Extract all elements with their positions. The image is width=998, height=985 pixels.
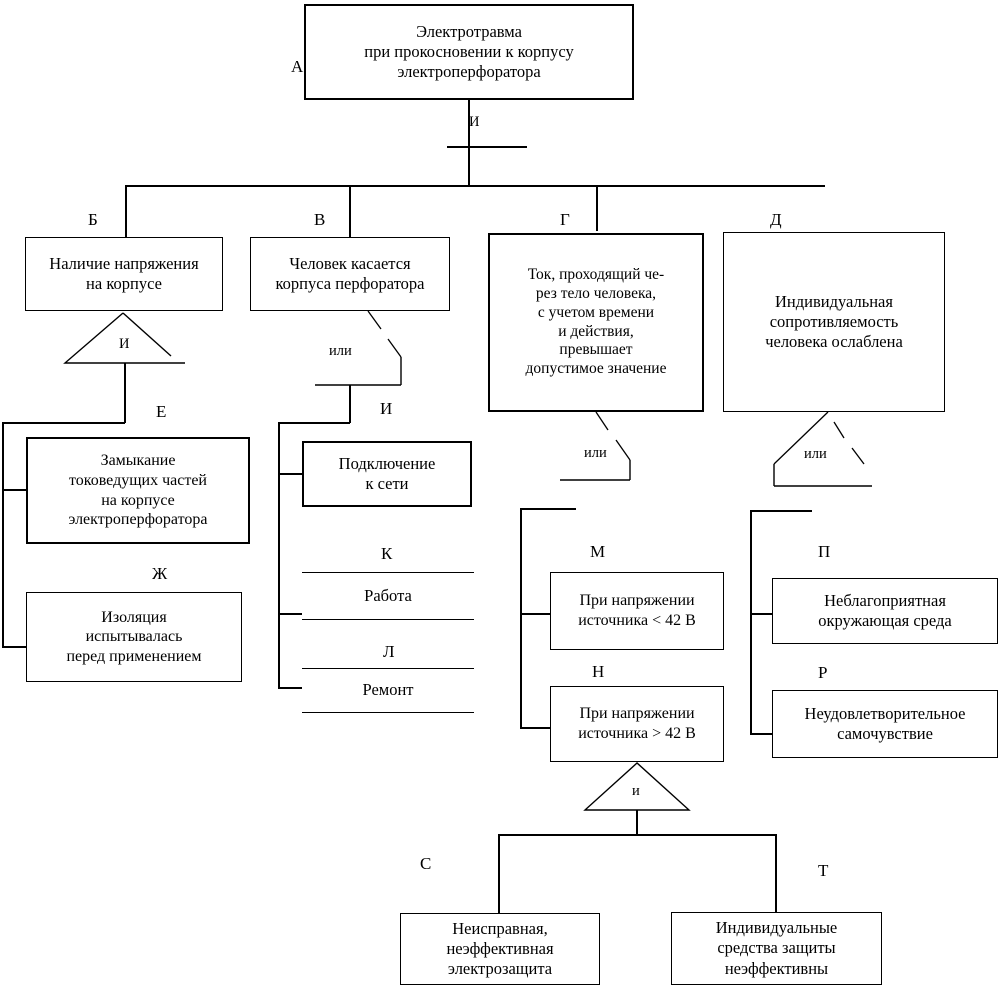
node-b-tag: Б (88, 210, 98, 229)
node-b-label: Наличие напряжения на корпусе (49, 253, 199, 293)
node-k-tag: К (381, 544, 393, 563)
bus-left-vertical (2, 422, 4, 647)
node-zh-tag: Ж (152, 564, 168, 583)
node-zh-label: Изоляция испытывалась перед применением (66, 608, 202, 665)
node-v-tag: В (314, 210, 326, 229)
edge-bus-to-b (125, 185, 127, 237)
gate-n-and: и (582, 761, 692, 813)
node-n-tag: Н (592, 662, 605, 681)
node-g-tag: Г (560, 210, 570, 229)
node-s[interactable]: Неисправная, неэффективная электрозащита (400, 913, 600, 985)
node-r-tag: Р (818, 663, 828, 682)
node-a-tag: А (291, 57, 304, 76)
node-g-label: Ток, проходящий че- рез тело человека, с… (525, 265, 667, 378)
edge-bus-to-g (596, 185, 598, 231)
edge-left-bus-to-e (2, 489, 28, 491)
node-g[interactable]: Ток, проходящий че- рез тело человека, с… (488, 233, 704, 412)
node-e-label: Замыкание токоведущих частей на корпусе … (68, 452, 208, 529)
node-zh[interactable]: Изоляция испытывалась перед применением (26, 592, 242, 682)
node-k-label: Работа (364, 585, 412, 605)
bus-bottom (498, 834, 776, 836)
bus-g-vertical (520, 508, 522, 729)
node-r[interactable]: Неудовлетворительное самочувствие (772, 690, 998, 758)
gate-v-or: или (305, 310, 421, 389)
edge-g-bus-to-n (520, 727, 550, 729)
node-a[interactable]: Электротравма при прокосновении к корпус… (304, 4, 634, 100)
node-i-label: Подключение к сети (338, 453, 436, 493)
edge-v-gate-left (278, 422, 350, 424)
node-m-tag: М (590, 542, 606, 561)
edge-mid-bus-to-k (278, 613, 302, 615)
node-t-tag: Т (818, 861, 829, 880)
node-n-label: При напряжении источника > 42 В (578, 705, 696, 742)
gate-d-or: или (762, 411, 884, 490)
edge-g-gate-left (520, 508, 576, 510)
gate-v-or-label: или (329, 343, 352, 359)
node-m-label: При напряжении источника < 42 В (578, 592, 696, 629)
edge-d-gate-top (750, 510, 812, 512)
edge-b-gate-left (2, 422, 125, 424)
edge-a-to-bus (468, 100, 470, 185)
node-m[interactable]: При напряжении источника < 42 В (550, 572, 724, 650)
bus-d-vertical (750, 510, 752, 735)
node-t-label: Индивидуальные средства защиты неэффекти… (715, 918, 838, 978)
gate-b-and-label: И (119, 336, 130, 352)
edge-g-bus-to-m (520, 613, 550, 615)
node-b[interactable]: Наличие напряжения на корпусе (25, 237, 223, 311)
node-v[interactable]: Человек касается корпуса перфоратора (250, 237, 450, 311)
node-k[interactable]: Работа (302, 572, 474, 620)
node-i-tag: И (380, 399, 393, 418)
node-e-tag: Е (156, 402, 167, 421)
node-d-tag: Д (770, 210, 782, 229)
node-d-label: Индивидуальная сопротивляемость человека… (765, 291, 903, 352)
gate-g-or-label: или (584, 445, 607, 461)
node-s-label: Неисправная, неэффективная электрозащита (446, 918, 554, 979)
node-p-label: Неблагоприятная окружающая среда (818, 590, 952, 630)
node-t[interactable]: Индивидуальные средства защиты неэффекти… (671, 912, 882, 985)
edge-bottom-bus-to-s (498, 834, 500, 914)
edge-n-gate-down (636, 810, 638, 835)
node-d[interactable]: Индивидуальная сопротивляемость человека… (723, 232, 945, 412)
node-r-label: Неудовлетворительное самочувствие (804, 703, 966, 743)
gate-n-and-label: и (632, 783, 640, 799)
node-l[interactable]: Ремонт (302, 668, 474, 713)
node-l-label: Ремонт (362, 680, 414, 700)
edge-d-bus-to-p (750, 613, 774, 615)
node-l-tag: Л (383, 642, 395, 661)
edge-d-bus-to-r (750, 733, 774, 735)
node-v-label: Человек касается корпуса перфоратора (275, 253, 425, 293)
bus-mid-vertical (278, 422, 280, 688)
gate-b-and: И (63, 311, 188, 367)
gate-d-or-label: или (804, 446, 827, 462)
node-p-tag: П (818, 542, 831, 561)
edge-left-bus-to-zh (2, 646, 28, 648)
node-e[interactable]: Замыкание токоведущих частей на корпусе … (26, 437, 250, 544)
edge-mid-bus-to-i (278, 473, 302, 475)
gate-top-and-bar (447, 146, 527, 148)
node-s-tag: С (420, 854, 432, 873)
node-p[interactable]: Неблагоприятная окружающая среда (772, 578, 998, 644)
edge-bottom-bus-to-t (775, 834, 777, 912)
edge-bus-to-v (349, 185, 351, 237)
gate-top-and-label: И (469, 114, 480, 130)
edge-mid-bus-to-l (278, 687, 302, 689)
node-a-label: Электротравма при прокосновении к корпус… (364, 21, 574, 82)
gate-g-or: или (560, 411, 672, 484)
edge-b-gate-down (124, 363, 126, 423)
node-i[interactable]: Подключение к сети (302, 441, 472, 507)
edge-v-gate-down (349, 385, 351, 423)
node-n[interactable]: При напряжении источника > 42 В (550, 686, 724, 762)
bus-level-1 (125, 185, 825, 187)
